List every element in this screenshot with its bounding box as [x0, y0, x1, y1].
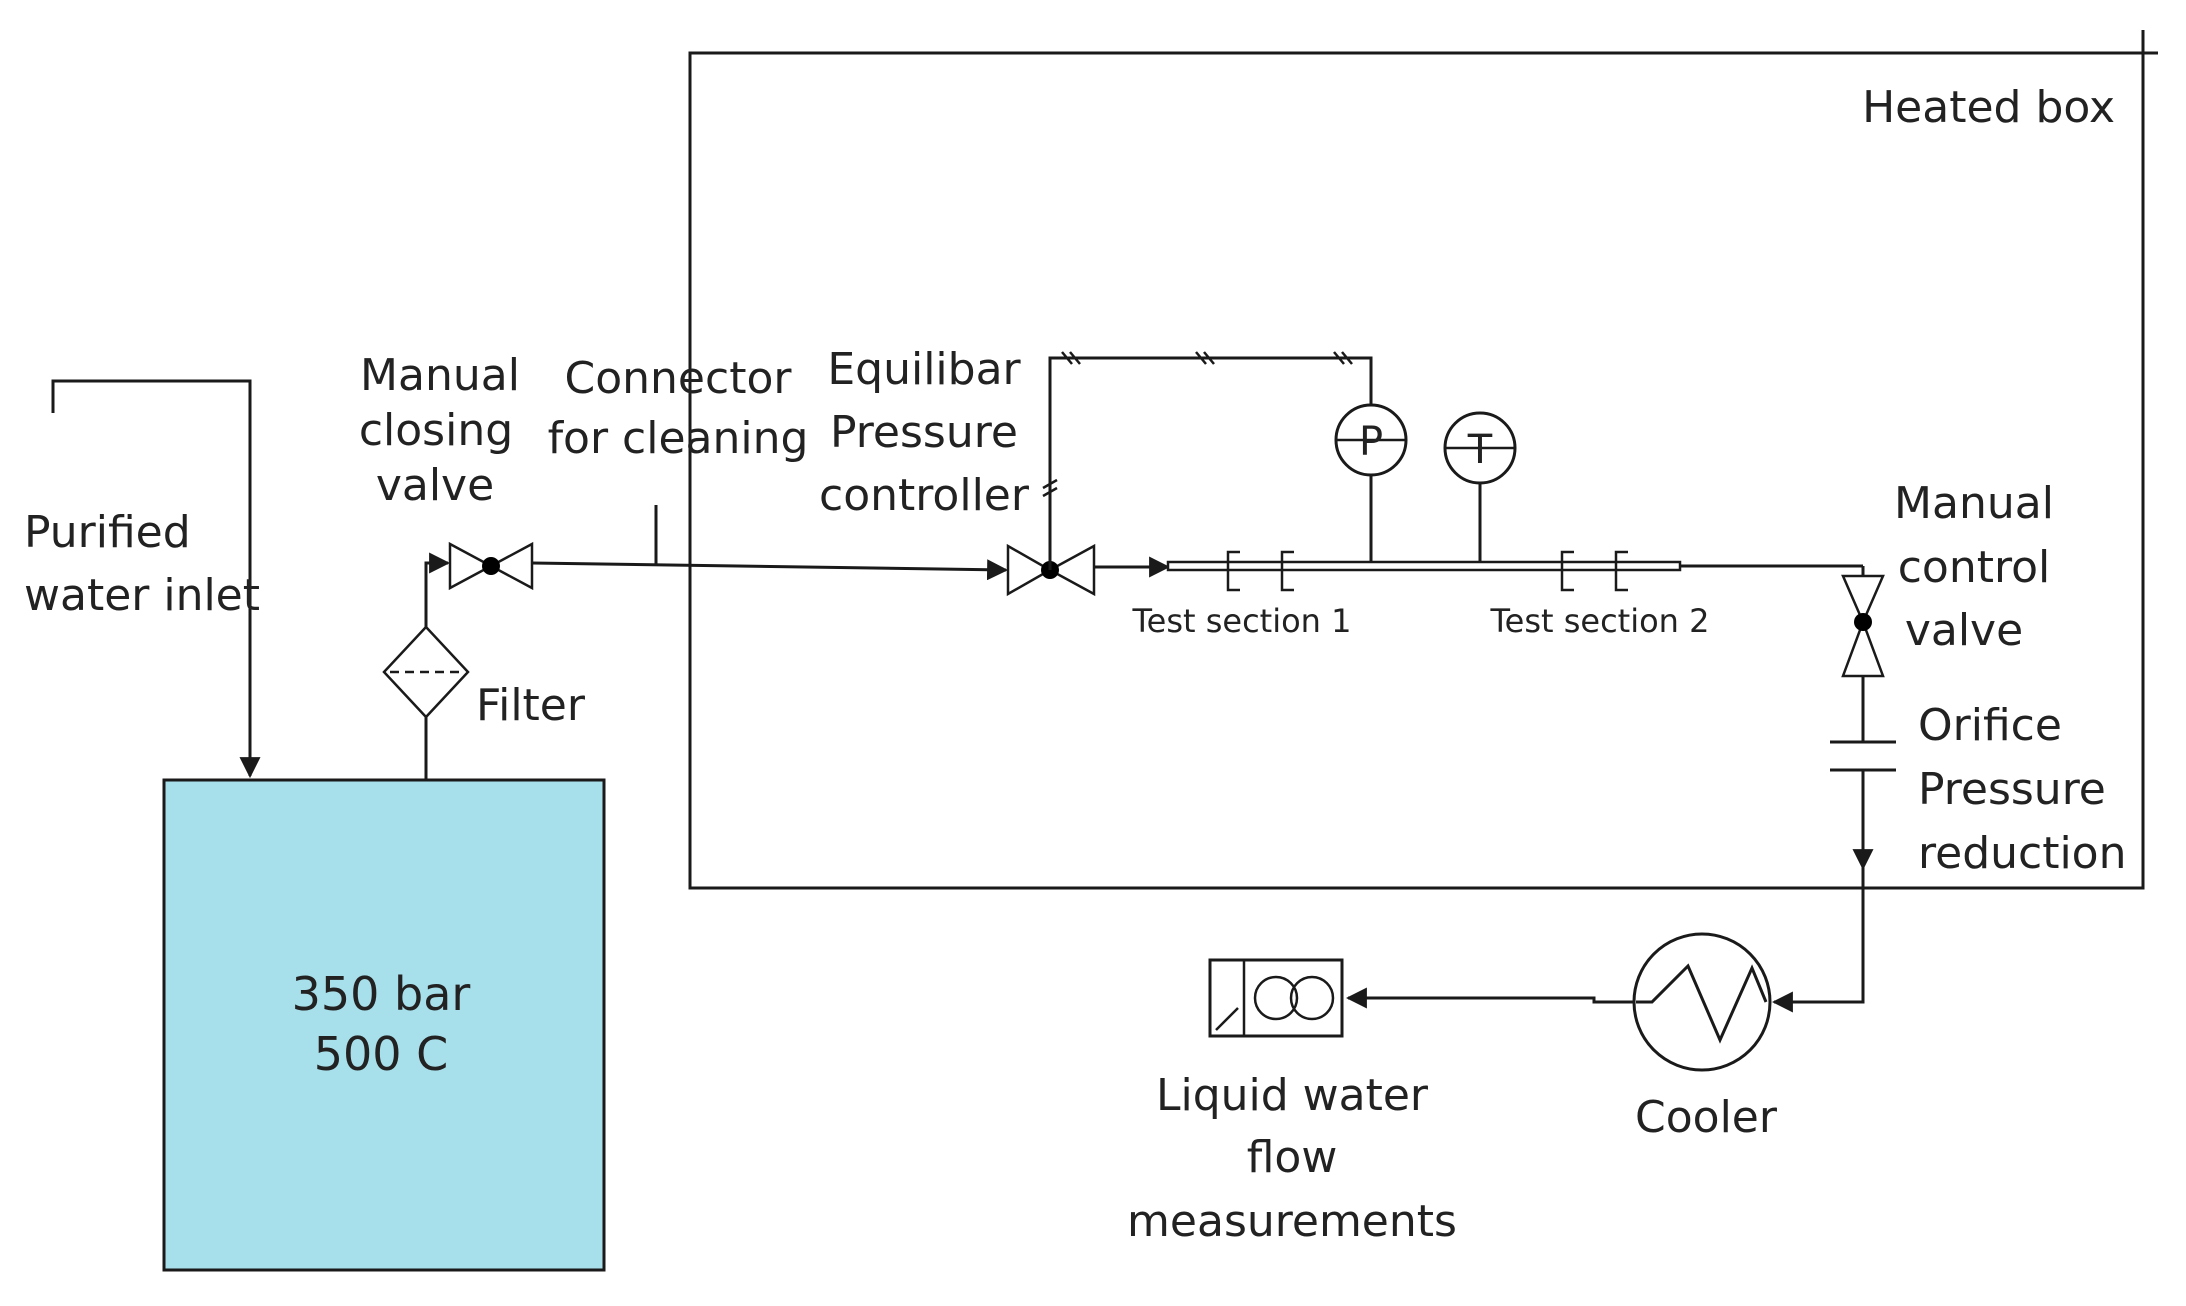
test-section-2-label: Test section 2 [1490, 602, 1710, 640]
equilibar-pressure-controller: Equilibar Pressure controller [819, 344, 1096, 597]
flow-meter-diagonal [1215, 1007, 1239, 1031]
cooler: Cooler [1632, 932, 1778, 1143]
tank-temperature-label: 500 C [314, 1027, 449, 1081]
signal-hatch [1061, 351, 1073, 365]
pressure-signal-line [1042, 351, 1373, 570]
test-section-1-label: Test section 1 [1132, 602, 1352, 640]
inlet-label-line2: water inlet [24, 570, 260, 621]
flow-meter-rotor-left [1253, 975, 1299, 1021]
closing-valve-stem-dot [482, 557, 500, 575]
equilibar-label-line3: controller [819, 470, 1030, 521]
control-valve-label-line1: Manual [1894, 478, 2054, 529]
filter-to-valve-pipe [424, 552, 451, 627]
flow-meter-body [1208, 958, 1344, 1038]
control-valve-label-line3: valve [1905, 605, 2023, 656]
signal-hatch [1333, 351, 1345, 365]
inlet-pipe [51, 379, 261, 779]
closing-valve-label-line1: Manual [360, 350, 520, 401]
signal-hatch [1195, 351, 1207, 365]
signal-hatch [1203, 351, 1215, 365]
closing-valve-label-line2: closing [359, 405, 513, 456]
manual-control-valve: Manual control valve [1841, 478, 2054, 678]
test-section-1-flange [1280, 550, 1294, 592]
pressure-gauge-symbol: P [1359, 419, 1383, 465]
equilibar-label-line1: Equilibar [827, 344, 1021, 395]
main-supply-line: Connector for cleaning [531, 353, 1009, 581]
heated-box-border [688, 51, 2145, 890]
equilibar-label-line2: Pressure [830, 407, 1018, 458]
connector-label-line2: for cleaning [548, 413, 809, 464]
test-section-2-flange [1614, 550, 1628, 592]
control-valve-stem-dot [1854, 613, 1872, 631]
control-valve-top-triangle [1841, 574, 1885, 626]
closing-valve-label-line3: valve [376, 460, 494, 511]
inlet-label-line1: Purified [24, 507, 191, 558]
flow-meter: Liquid water flow measurements [1127, 958, 1457, 1247]
orifice-to-cooler-pipe [1771, 868, 1865, 1013]
signal-hatch [1042, 486, 1058, 498]
signal-hatch [1341, 351, 1353, 365]
orifice-pressure-reduction: Orifice Pressure reduction [1830, 676, 2126, 879]
signal-hatch [1069, 351, 1081, 365]
orifice-label-line2: Pressure [1918, 764, 2106, 815]
cooler-to-flowmeter-pipe [1345, 987, 1634, 1009]
flow-meter-label-line1: Liquid water [1156, 1070, 1429, 1121]
test-tube [1166, 560, 1682, 572]
closing-valve-right-triangle [488, 541, 534, 591]
flow-meter-label-line3: measurements [1127, 1196, 1457, 1247]
filter: Filter [382, 552, 586, 780]
flow-meter-label-line2: flow [1247, 1132, 1338, 1183]
closing-valve-left-triangle [448, 541, 494, 591]
test-section-pipe: Test section 1 Test section 2 [1094, 550, 1865, 640]
pressure-tank: 350 bar 500 C [162, 778, 606, 1272]
connector-label-line1: Connector [565, 353, 793, 404]
orifice-label-line1: Orifice [1918, 700, 2062, 751]
filter-label: Filter [476, 680, 586, 731]
heated-box-label: Heated box [1862, 82, 2115, 133]
tank-body [162, 778, 606, 1272]
temperature-gauge-symbol: T [1467, 427, 1493, 473]
cooler-coil [1636, 963, 1768, 1044]
orifice-label-line3: reduction [1918, 828, 2126, 879]
test-section-2-flange [1560, 550, 1574, 592]
heated-box: Heated box [688, 30, 2158, 890]
temperature-gauge: T [1443, 411, 1517, 562]
signal-hatch [1042, 478, 1058, 490]
supply-pipe [531, 559, 1009, 581]
control-valve-label-line2: control [1898, 542, 2051, 593]
signal-line [1048, 356, 1373, 570]
equilibar-right-triangle [1047, 543, 1096, 597]
flow-meter-rotor-right [1289, 975, 1335, 1021]
pressure-gauge: P [1334, 403, 1408, 562]
test-section-1-flange [1226, 550, 1240, 592]
manual-closing-valve: Manual closing valve [359, 350, 534, 591]
cooler-label: Cooler [1635, 1092, 1778, 1143]
purified-water-inlet: Purified water inlet [24, 379, 261, 779]
tank-pressure-label: 350 bar [292, 967, 471, 1021]
equilibar-left-triangle [1006, 543, 1053, 597]
